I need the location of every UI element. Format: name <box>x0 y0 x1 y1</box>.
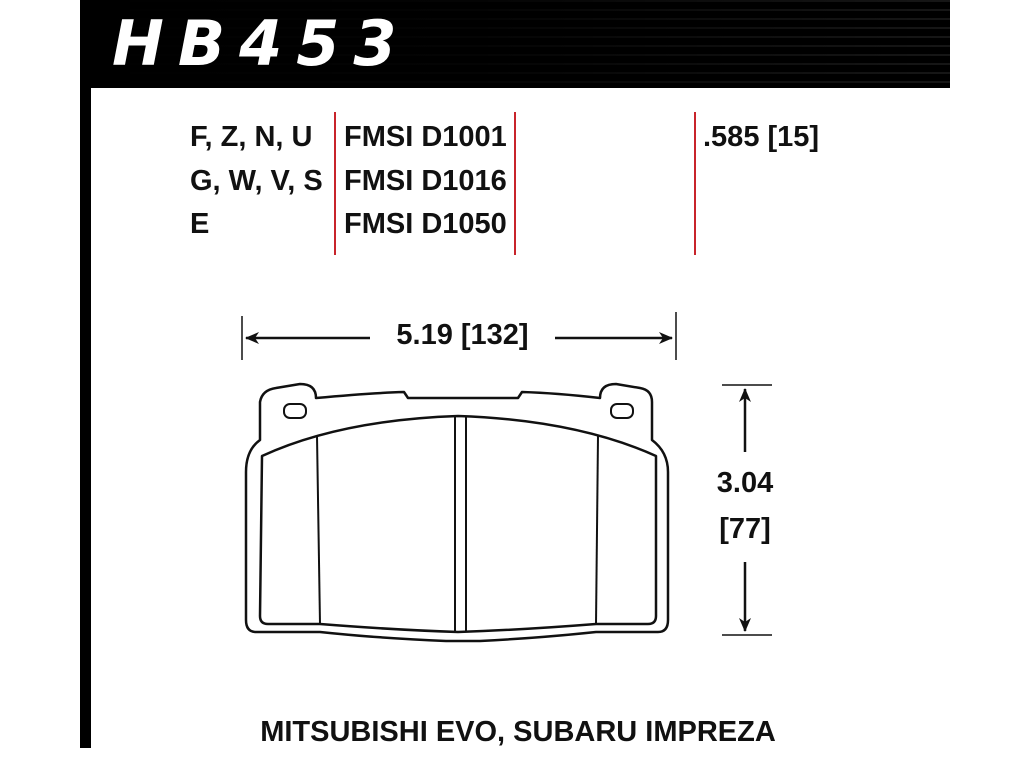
friction-material-outline <box>258 414 658 634</box>
mounting-hole-left <box>283 403 307 419</box>
chamfer-line-left <box>316 435 321 625</box>
height-dimension-mm: [77] <box>719 513 771 545</box>
width-dimension-label: 5.19 [132] <box>396 319 529 351</box>
left-border-bar <box>80 0 91 748</box>
application-codes-line-2: G, W, V, S <box>190 165 323 197</box>
chamfer-line-right <box>595 435 599 625</box>
fmsi-number-1: FMSI D1001 <box>344 121 507 153</box>
height-dimension-inches: 3.04 <box>716 467 774 499</box>
fmsi-number-3: FMSI D1050 <box>344 208 507 240</box>
fmsi-number-2: FMSI D1016 <box>344 165 507 197</box>
backing-plate-outline <box>244 382 670 643</box>
header-banner: HB453 <box>80 0 950 88</box>
application-codes-line-1: F, Z, N, U <box>190 121 313 153</box>
divider-rule-2 <box>514 112 516 255</box>
part-number: HB453 <box>112 7 411 80</box>
divider-rule-3 <box>694 112 696 255</box>
divider-rule-1 <box>334 112 336 255</box>
vehicle-applications: MITSUBISHI EVO, SUBARU IMPREZA <box>260 716 776 748</box>
mounting-hole-right <box>610 403 634 419</box>
pad-thickness: .585 [15] <box>703 121 820 153</box>
application-codes-line-3: E <box>190 208 210 240</box>
